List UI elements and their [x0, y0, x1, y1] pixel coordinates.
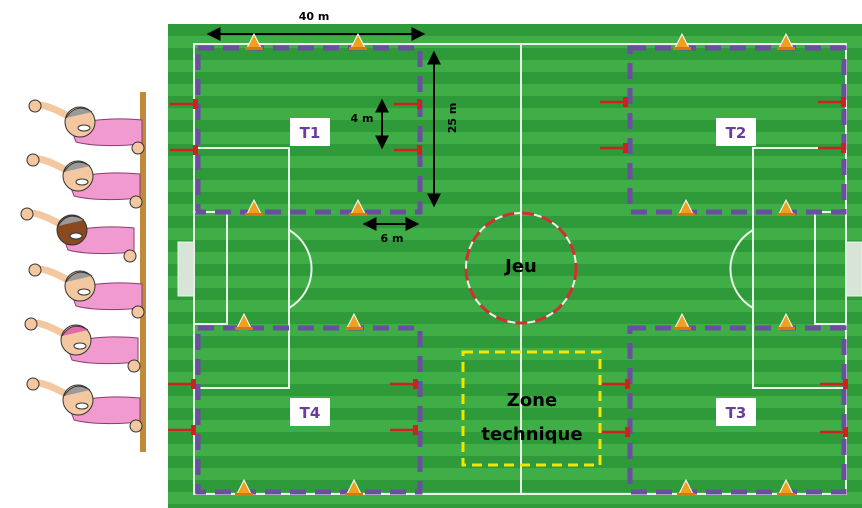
cone-icon — [345, 478, 363, 496]
height-label: 25 m — [446, 103, 459, 134]
cones — [235, 32, 795, 496]
left-goal — [177, 241, 195, 297]
technical-zone — [461, 350, 602, 467]
player-figure — [20, 207, 137, 263]
t3-label-box — [716, 398, 756, 426]
player-figure — [26, 377, 143, 433]
t4-label: T4 — [300, 404, 321, 422]
flag-icon — [818, 97, 846, 107]
player-figure — [28, 263, 145, 319]
cone-icon — [349, 32, 367, 50]
cone-icon — [673, 312, 691, 330]
cone-icon — [777, 312, 795, 330]
flag-icon — [394, 99, 422, 109]
cone-icon — [777, 478, 795, 496]
t2-label-box — [716, 118, 756, 146]
flag-icon — [820, 379, 848, 389]
cone-icon — [345, 312, 363, 330]
sideline-players — [20, 92, 146, 452]
cone-icon — [677, 198, 695, 216]
zone-t3 — [627, 325, 847, 495]
gap-small-label: 4 m — [351, 112, 374, 125]
flag-icon — [818, 143, 846, 153]
t2-label: T2 — [726, 124, 747, 142]
flag-icon — [394, 145, 422, 155]
zone-labels: T1 T2 T3 T4 — [290, 118, 756, 426]
t1-label: T1 — [300, 124, 321, 142]
cone-icon — [245, 198, 263, 216]
game-zone-circle — [464, 211, 578, 325]
game-zone-label: Jeu — [503, 256, 537, 277]
technical-zone-label-2: technique — [481, 424, 582, 445]
flag-icon — [602, 379, 630, 389]
right-goal — [845, 241, 862, 297]
flag-icon — [600, 97, 628, 107]
sideline-pole — [140, 92, 146, 452]
cone-icon — [777, 198, 795, 216]
zone-t2 — [627, 45, 847, 215]
cone-icon — [235, 478, 253, 496]
player-figure — [26, 153, 143, 209]
flag-icon — [170, 145, 198, 155]
player-figure — [28, 99, 145, 155]
zone-t4 — [195, 325, 423, 495]
t3-label: T3 — [726, 404, 747, 422]
training-zones — [195, 45, 847, 495]
flag-icon — [600, 143, 628, 153]
flag-icon — [168, 379, 196, 389]
player-figure — [24, 317, 141, 373]
t4-label-box — [290, 398, 330, 426]
flag-icon — [602, 427, 630, 437]
width-label: 40 m — [299, 10, 330, 23]
cone-icon — [677, 478, 695, 496]
flag-icon — [170, 99, 198, 109]
flag-icon — [390, 379, 418, 389]
technical-zone-label-1: Zone — [507, 390, 557, 411]
t1-label-box — [290, 118, 330, 146]
flag-icon — [820, 427, 848, 437]
flags — [168, 97, 848, 437]
cone-icon — [245, 32, 263, 50]
measurements: 40 m 25 m 4 m 6 m — [206, 10, 459, 245]
pitch — [168, 24, 862, 508]
right-penalty-arc — [729, 229, 754, 309]
zone-t1 — [195, 45, 423, 215]
left-penalty-arc — [288, 229, 313, 309]
flag-icon — [168, 425, 196, 435]
flag-icon — [390, 425, 418, 435]
pitch-grass — [168, 24, 862, 508]
gap-side-label: 6 m — [381, 232, 404, 245]
cone-icon — [777, 32, 795, 50]
cone-icon — [235, 312, 253, 330]
cone-icon — [349, 198, 367, 216]
cone-icon — [673, 32, 691, 50]
